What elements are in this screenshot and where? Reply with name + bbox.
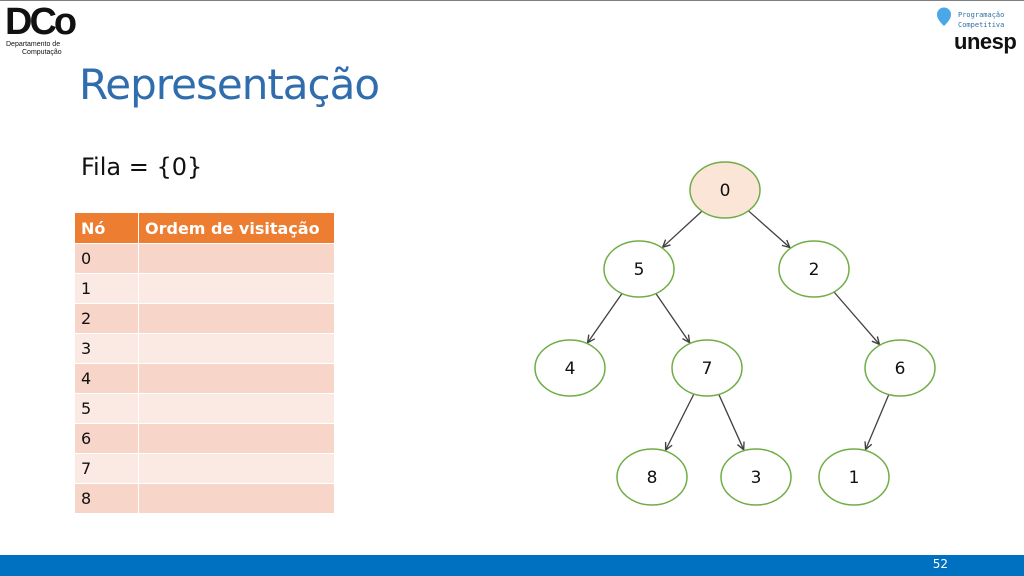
edge-7-3: [718, 394, 744, 449]
node-label: 6: [895, 359, 906, 379]
tree-node-0: 0: [689, 161, 761, 219]
unesp-logo-line2: Competitiva: [958, 21, 1005, 29]
visit-order-table: Nó Ordem de visitação 0 1 2 3 4 5: [74, 212, 335, 514]
table-row: 1: [74, 273, 335, 304]
edges-layer: [588, 210, 890, 450]
queue-text: Fila = {0}: [81, 153, 203, 181]
node-label: 3: [751, 468, 762, 488]
node-label: 0: [720, 181, 731, 201]
node-label: 8: [647, 468, 658, 488]
node-label: 1: [849, 468, 860, 488]
node-label: 5: [634, 260, 645, 280]
dco-logo: DCo Departamento de Computação: [5, 1, 77, 57]
node-circle: [671, 339, 743, 397]
table-row: 7: [74, 453, 335, 484]
order-cell: [138, 423, 335, 454]
tree-node-8: 8: [616, 448, 688, 506]
slide-title: Representação: [79, 60, 380, 109]
dco-subtitle-line1: Departamento de: [6, 41, 61, 48]
table-row: 8: [74, 483, 335, 514]
node-cell: 8: [74, 483, 139, 514]
table-row: 5: [74, 393, 335, 424]
order-cell: [138, 453, 335, 484]
node-label: 7: [702, 359, 713, 379]
edge-7-8: [666, 393, 695, 450]
node-cell: 2: [74, 303, 139, 334]
tree-node-1: 1: [818, 448, 890, 506]
unesp-logo-line1: Programação: [958, 11, 1005, 19]
order-cell: [138, 393, 335, 424]
edge-5-7: [655, 293, 690, 343]
node-circle: [534, 339, 606, 397]
table-row: 3: [74, 333, 335, 364]
top-rule: [0, 0, 1024, 1]
dco-logo-mark: DCo: [5, 1, 77, 43]
nodes-layer: 0 5 2 4 7 6 8 3 1: [534, 161, 936, 506]
unesp-wordmark: unesp: [954, 29, 1017, 54]
order-cell: [138, 483, 335, 514]
edge-5-4: [588, 293, 623, 343]
unesp-logo: Programação Competitiva unesp: [934, 5, 1018, 55]
node-circle: [818, 448, 890, 506]
order-cell: [138, 363, 335, 394]
edge-6-1: [866, 394, 890, 450]
binary-tree-diagram: 0 5 2 4 7 6 8 3 1: [534, 161, 936, 506]
node-circle: [778, 240, 850, 298]
table-row: 6: [74, 423, 335, 454]
node-cell: 5: [74, 393, 139, 424]
tree-node-6: 6: [864, 339, 936, 397]
order-cell: [138, 303, 335, 334]
node-cell: 6: [74, 423, 139, 454]
edge-2-6: [833, 291, 879, 344]
node-cell: 3: [74, 333, 139, 364]
order-cell: [138, 273, 335, 304]
node-circle: [616, 448, 688, 506]
tree-node-4: 4: [534, 339, 606, 397]
table-row: 2: [74, 303, 335, 334]
node-cell: 1: [74, 273, 139, 304]
node-circle: [864, 339, 936, 397]
node-circle: [689, 161, 761, 219]
order-cell: [138, 333, 335, 364]
node-circle: [720, 448, 792, 506]
tree-node-2: 2: [778, 240, 850, 298]
table-header-row: Nó Ordem de visitação: [74, 212, 335, 244]
node-circle: [603, 240, 675, 298]
node-label: 2: [809, 260, 820, 280]
header-visit-order: Ordem de visitação: [138, 212, 335, 244]
footer-bar: 52: [0, 555, 1024, 576]
node-label: 4: [565, 359, 576, 379]
node-cell: 0: [74, 243, 139, 274]
node-cell: 4: [74, 363, 139, 394]
edge-0-5: [663, 210, 703, 247]
table-row: 4: [74, 363, 335, 394]
header-node: Nó: [74, 212, 139, 244]
tree-node-3: 3: [720, 448, 792, 506]
dco-subtitle-line2: Computação: [22, 49, 62, 56]
programacao-competitiva-text: Programação Competitiva: [958, 10, 1004, 30]
page-number: 52: [932, 557, 948, 571]
tree-node-7: 7: [671, 339, 743, 397]
dco-logo-subtitle: Departamento de Computação: [6, 41, 76, 57]
edge-0-2: [747, 210, 789, 248]
tree-node-5: 5: [603, 240, 675, 298]
balloon-icon: [937, 7, 951, 27]
